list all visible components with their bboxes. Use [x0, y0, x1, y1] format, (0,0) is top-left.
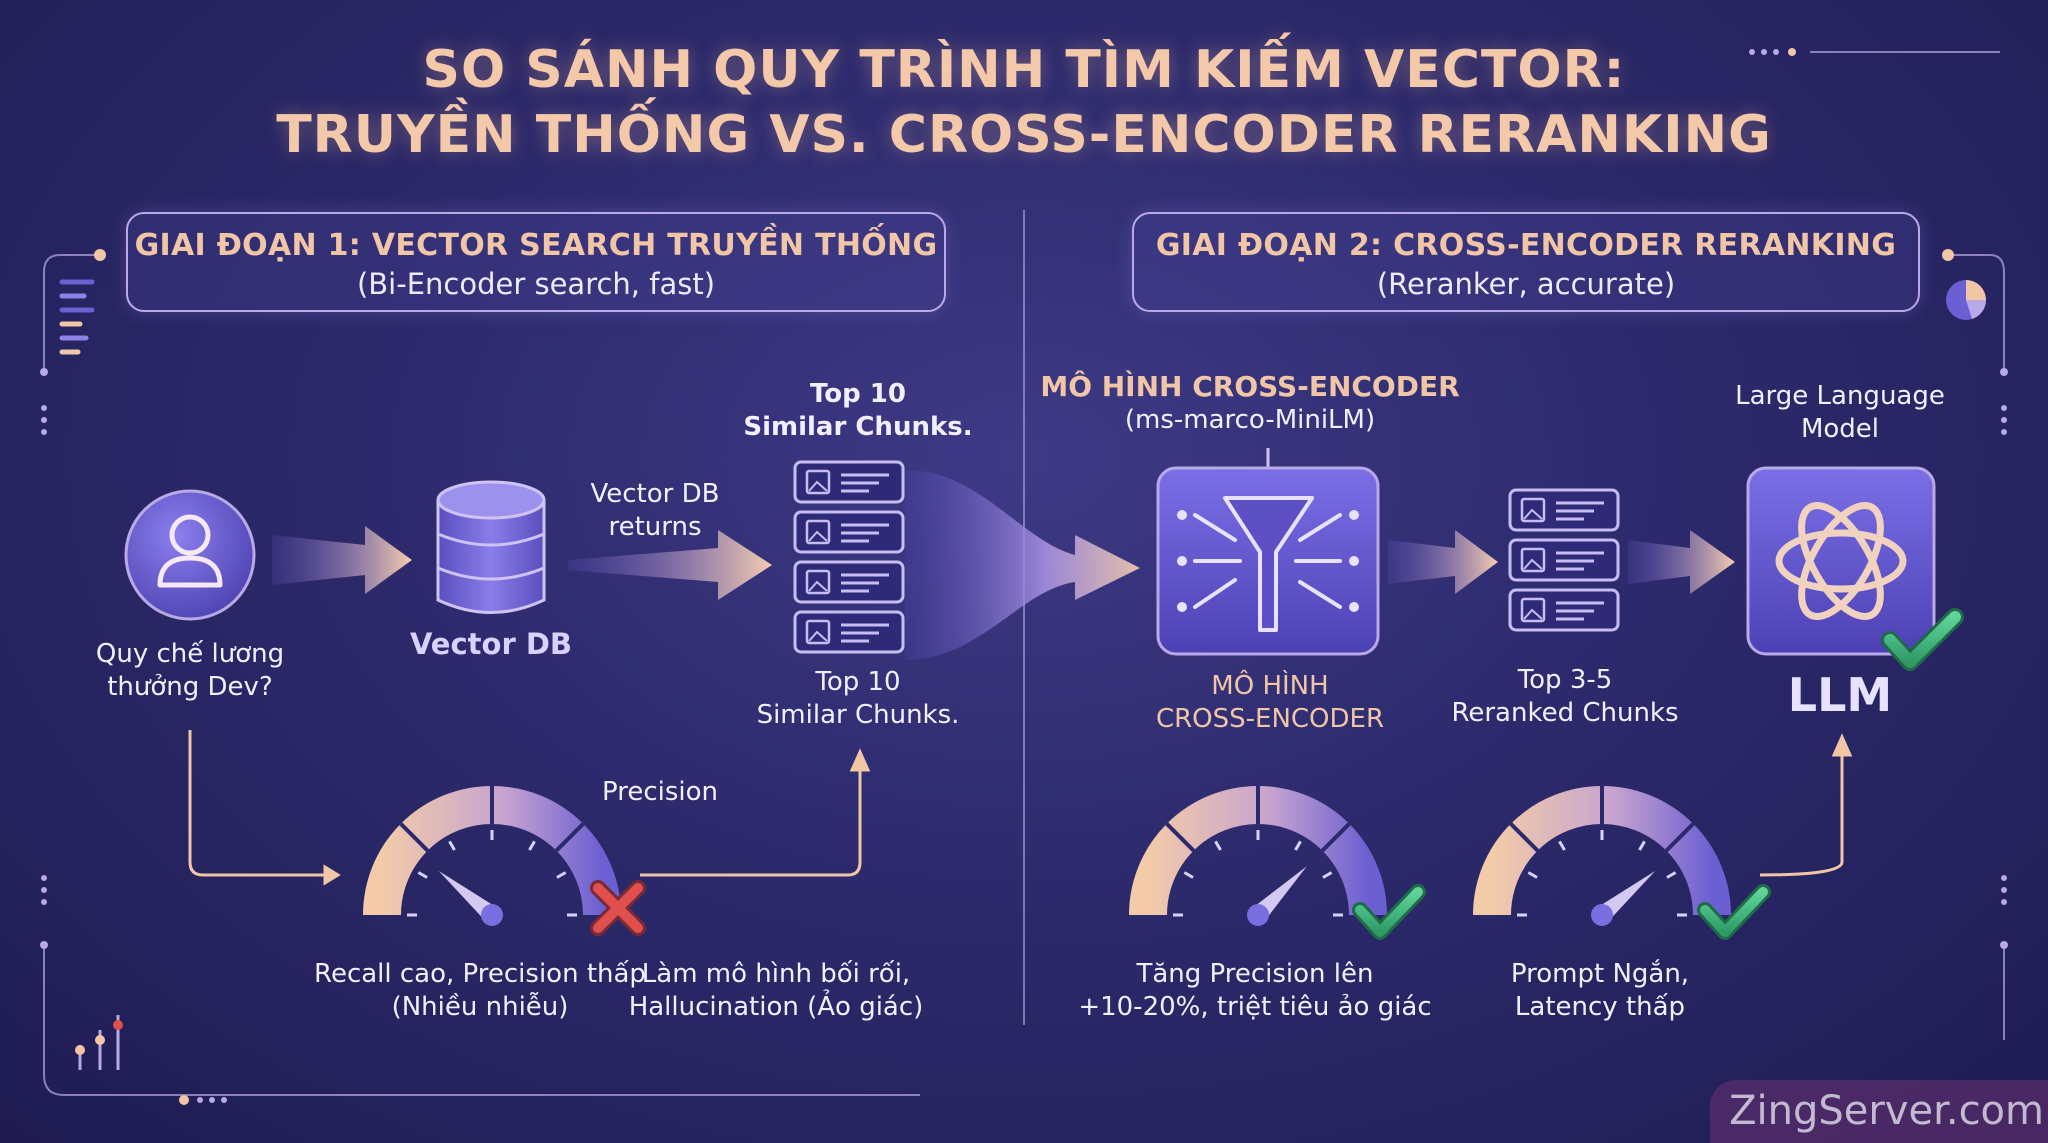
gauge-2: [1129, 786, 1387, 926]
stage2-title: GIAI ĐOẠN 2: CROSS-ENCODER RERANKING: [1155, 228, 1897, 263]
gauge2-caption-line2: +10-20%, triệt tiêu ảo giác: [1078, 992, 1432, 1022]
llm-above-line2: Model: [1800, 414, 1880, 444]
top35-line2: Reranked Chunks: [1451, 698, 1679, 728]
hallucination-caption: Làm mô hình bối rối, Hallucination (Ảo g…: [626, 958, 926, 1024]
cross-encoder-model: (ms-marco-MiniLM): [1124, 405, 1376, 435]
page-title-line1: SO SÁNH QUY TRÌNH TÌM KIẾM VECTOR:: [422, 40, 1626, 100]
gauges: [363, 786, 1731, 926]
gauge-3: [1473, 786, 1731, 926]
top35-label: Top 3-5 Reranked Chunks: [1430, 664, 1700, 730]
arrow-top35-to-llm: [1628, 530, 1735, 594]
gauge3-caption: Prompt Ngắn, Latency thấp: [1460, 958, 1740, 1024]
document-card-icon: [793, 460, 905, 504]
cross-icon: [590, 880, 646, 936]
document-card-icon: [793, 610, 905, 654]
arrow-db-to-chunks: [568, 530, 772, 600]
gauge1-caption-line1: Recall cao, Precision thấp: [314, 959, 646, 989]
funnel-flow-arrow: [905, 470, 1140, 660]
gauge3-caption-line1: Prompt Ngắn,: [1510, 959, 1690, 989]
user-query-line1: Quy chế lương: [95, 639, 285, 669]
vectordb-returns-label: Vector DB returns: [560, 478, 750, 544]
returns-line1: Vector DB: [590, 479, 720, 509]
document-card-icon: [1508, 588, 1620, 632]
decorative-dots: [40, 48, 2008, 1105]
hallucination-line1: Làm mô hình bối rối,: [641, 959, 911, 989]
gauge2-caption: Tăng Precision lên +10-20%, triệt tiêu ả…: [1070, 958, 1440, 1024]
stage1-title: GIAI ĐOẠN 1: VECTOR SEARCH TRUYỀN THỐNG: [134, 228, 938, 263]
arrow-user-to-db: [272, 526, 412, 594]
top10-label-below: Top 10 Similar Chunks.: [738, 666, 978, 732]
user-icon: [124, 489, 256, 621]
llm-knot-icon: [1775, 502, 1907, 620]
list-lines-icon: [59, 279, 95, 355]
funnel-icon: [1177, 496, 1359, 632]
top35-line1: Top 3-5: [1517, 665, 1613, 695]
watermark: ZingServer.com: [1710, 1080, 2048, 1143]
gauge3-caption-line2: Latency thấp: [1514, 992, 1686, 1022]
cross-encoder-caption-line1: MÔ HÌNH: [1211, 671, 1329, 701]
gauge1-caption: Recall cao, Precision thấp (Nhiều nhiễu): [300, 958, 660, 1024]
cross-encoder-caption: MÔ HÌNH CROSS-ENCODER: [1120, 670, 1420, 736]
arrow-encoder-to-top35: [1388, 530, 1498, 594]
gauge1-caption-line2: (Nhiều nhiễu): [391, 992, 569, 1022]
top10-label-above: Top 10 Similar Chunks.: [738, 378, 978, 444]
precision-label: Precision: [601, 777, 718, 807]
check-icon: [1881, 608, 1964, 671]
document-card-icon: [1508, 488, 1620, 532]
top35-chunk-stack: [1508, 488, 1620, 632]
gauge2-caption-line1: Tăng Precision lên: [1136, 959, 1374, 989]
returns-line2: returns: [608, 512, 702, 542]
cross-encoder-caption-line2: CROSS-ENCODER: [1155, 704, 1385, 734]
stage2-header: GIAI ĐOẠN 2: CROSS-ENCODER RERANKING (Re…: [1132, 212, 1920, 312]
top10-below-line2: Similar Chunks.: [756, 700, 960, 730]
hallucination-line2: Hallucination (Ảo giác): [628, 992, 924, 1022]
check-icon: [1697, 884, 1771, 940]
document-card-icon: [793, 510, 905, 554]
stage2-subtitle: (Reranker, accurate): [1376, 267, 1676, 301]
top10-below-line1: Top 10: [815, 667, 901, 697]
document-card-icon: [793, 560, 905, 604]
llm-caption-above: Large Language Model: [1710, 380, 1970, 446]
llm-tile: [1746, 466, 1936, 656]
page-title-line2: TRUYỀN THỐNG VS. CROSS-ENCODER RERANKING: [276, 105, 1772, 165]
equalizer-icon: [75, 1015, 123, 1070]
user-query-line2: thưởng Dev?: [107, 672, 273, 702]
llm-above-line1: Large Language: [1735, 381, 1945, 411]
stage1-subtitle: (Bi-Encoder search, fast): [356, 267, 716, 301]
gauge-1: [363, 786, 621, 926]
check-icon: [1352, 884, 1426, 940]
top10-above-line1: Top 10: [810, 379, 906, 409]
top10-chunk-stack: [793, 460, 905, 654]
connector-lines: [188, 730, 1853, 886]
pie-chart-icon: [1946, 280, 1986, 320]
cross-encoder-heading: MÔ HÌNH CROSS-ENCODER: [1040, 370, 1460, 403]
vectordb-label: Vector DB: [409, 627, 573, 661]
top10-above-line2: Similar Chunks.: [743, 412, 973, 442]
llm-label: LLM: [1787, 668, 1893, 722]
stage1-header: GIAI ĐOẠN 1: VECTOR SEARCH TRUYỀN THỐNG …: [126, 212, 946, 312]
document-card-icon: [1508, 538, 1620, 582]
user-query-label: Quy chế lương thưởng Dev?: [70, 638, 310, 704]
decorative-frame: [43, 51, 2005, 1096]
database-icon: [436, 480, 546, 614]
